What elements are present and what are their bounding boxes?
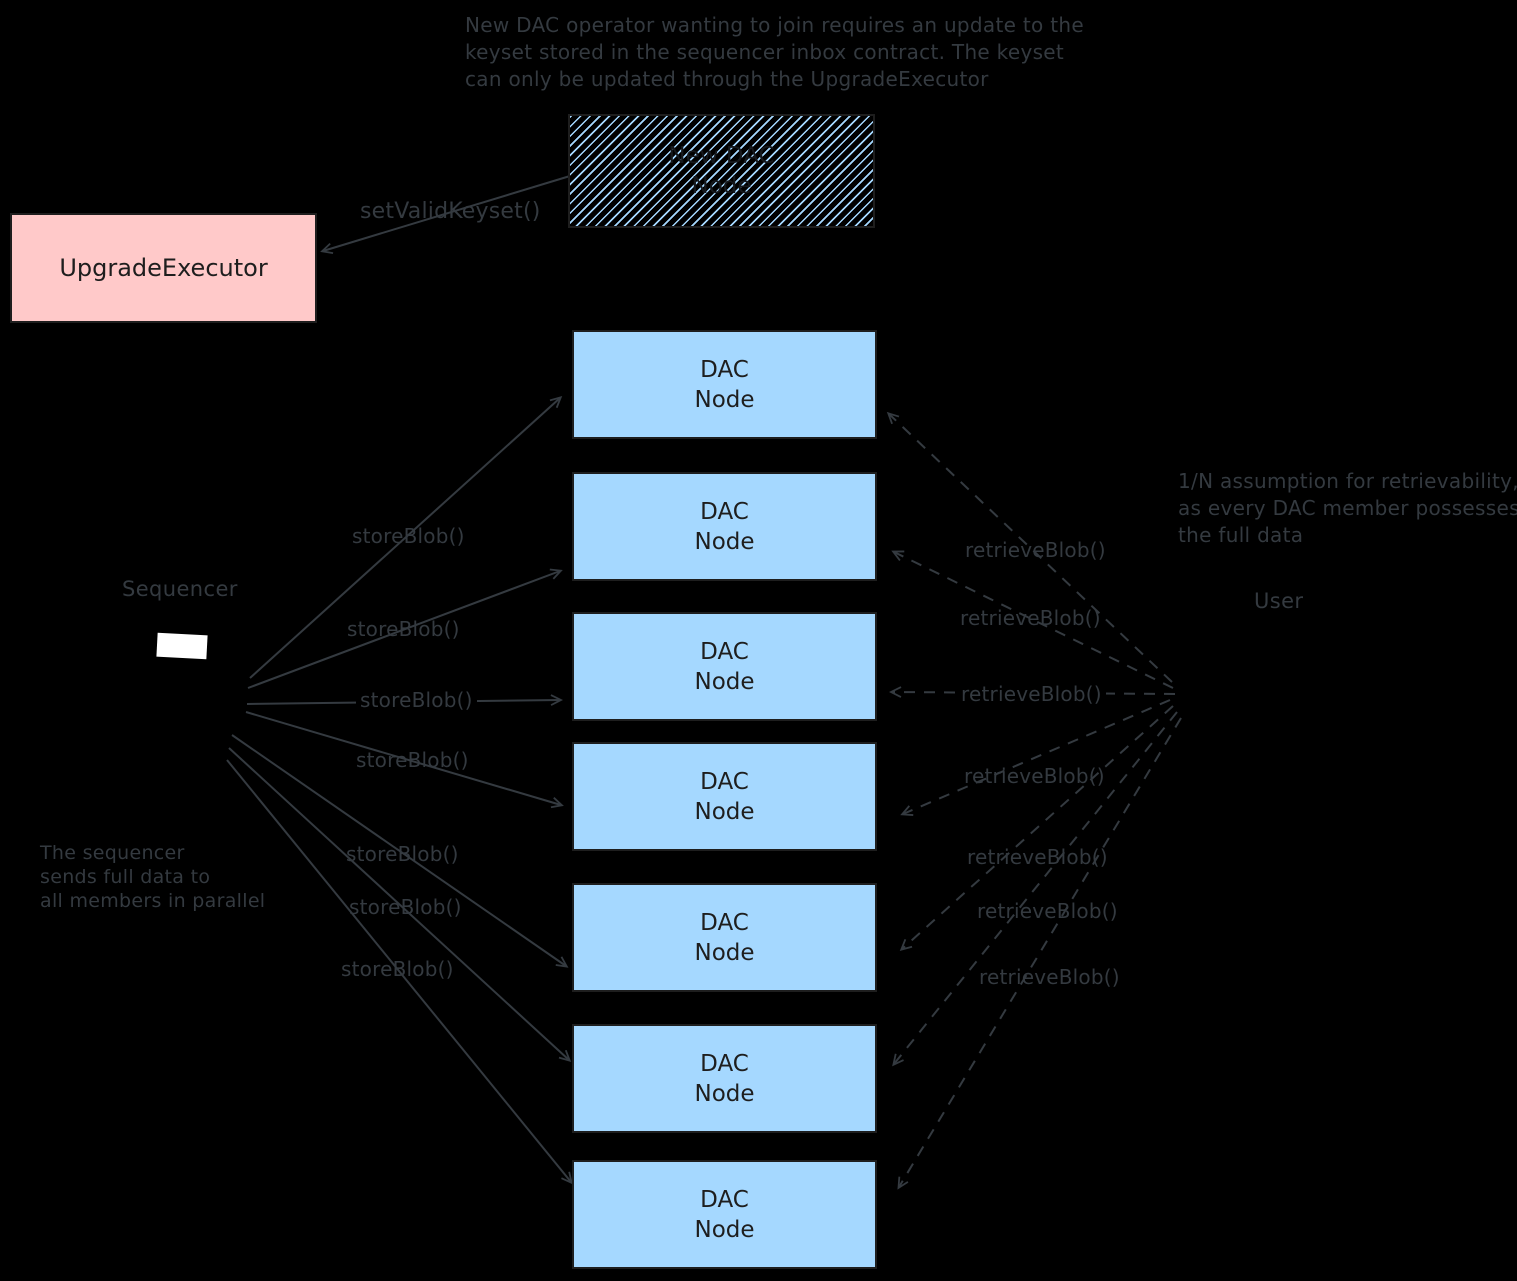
set-valid-keyset-label: setValidKeyset() — [360, 199, 541, 224]
new-dac-node-box: New DAC Node — [568, 114, 875, 228]
note-line: The sequencer — [40, 842, 185, 864]
dac-node-label-line: Node — [694, 798, 755, 825]
store-blob-arrow — [228, 747, 572, 1063]
retrieve-blob-label: retrieveBlob() — [977, 899, 1118, 923]
retrieve-blob-label: retrieveBlob() — [967, 845, 1108, 869]
note-sequencer-parallel: The sequencer sends full data to all mem… — [40, 841, 265, 913]
set-valid-keyset-arrow — [320, 175, 571, 255]
dac-node-label-line: DAC — [700, 1050, 749, 1077]
store-blob-arrow — [226, 759, 573, 1185]
retrieve-blob-label: retrieveBlob() — [964, 764, 1105, 788]
note-line: 1/N assumption for retrievability, — [1178, 469, 1517, 493]
dac-node-label-line: DAC — [700, 768, 749, 795]
sequencer-laptop-screen-icon — [156, 632, 208, 660]
upgrade-executor-box: UpgradeExecutor — [10, 213, 317, 323]
new-dac-node-label-line1: New DAC — [668, 143, 775, 169]
retrieve-blob-arrow — [900, 699, 1171, 816]
store-blob-label: storeBlob() — [346, 842, 459, 866]
user-label: User — [1254, 589, 1304, 613]
store-blob-label: storeBlob() — [349, 895, 462, 919]
dac-node-box: DAC Node — [572, 1024, 877, 1133]
dac-node-box: DAC Node — [572, 883, 877, 992]
retrieve-blob-label: retrieveBlob() — [957, 682, 1106, 706]
dac-node-label-line: Node — [694, 939, 755, 966]
note-line: keyset stored in the sequencer inbox con… — [465, 40, 1065, 64]
dac-node-label-line: DAC — [700, 909, 749, 936]
store-blob-label: storeBlob() — [356, 748, 469, 772]
dac-node-label-line: Node — [694, 1080, 755, 1107]
store-blob-label: storeBlob() — [352, 524, 465, 548]
retrieve-blob-label: retrieveBlob() — [960, 606, 1101, 630]
store-blob-arrow — [247, 568, 563, 689]
retrieve-blob-arrow — [897, 717, 1182, 1190]
store-blob-arrow — [245, 711, 564, 809]
dac-node-label-line: Node — [694, 1216, 755, 1243]
note-line: all members in parallel — [40, 890, 266, 912]
store-blob-label: storeBlob() — [347, 617, 460, 641]
dac-node-box: DAC Node — [572, 742, 877, 851]
new-dac-node-label-line2: Node — [691, 173, 752, 199]
note-keyset-update: New DAC operator wanting to join require… — [465, 12, 1084, 93]
note-line: sends full data to — [40, 866, 211, 888]
dac-node-label-line: DAC — [700, 638, 749, 665]
note-retrievability: 1/N assumption for retrievability, as ev… — [1178, 468, 1517, 549]
dac-node-label-line: DAC — [700, 356, 749, 383]
dac-node-box: DAC Node — [572, 1160, 877, 1269]
dac-node-label-line: Node — [694, 386, 755, 413]
dac-node-label-line: Node — [694, 668, 755, 695]
dac-node-label-line: DAC — [700, 498, 749, 525]
dac-node-box: DAC Node — [572, 472, 877, 581]
note-line: New DAC operator wanting to join require… — [465, 13, 1084, 37]
dac-node-box: DAC Node — [572, 612, 877, 721]
sequencer-label: Sequencer — [122, 577, 238, 601]
store-blob-label: storeBlob() — [341, 957, 454, 981]
note-line: as every DAC member possesses — [1178, 496, 1517, 520]
dac-node-label-line: DAC — [700, 1186, 749, 1213]
store-blob-arrow — [231, 734, 569, 968]
retrieve-blob-arrow — [899, 705, 1174, 952]
store-blob-label: storeBlob() — [356, 688, 477, 712]
store-blob-arrow — [249, 395, 563, 679]
retrieve-blob-arrow — [892, 711, 1178, 1067]
dac-node-box: DAC Node — [572, 330, 877, 439]
retrieve-blob-arrow — [886, 411, 1173, 683]
dac-node-label-line: Node — [694, 528, 755, 555]
retrieve-blob-label: retrieveBlob() — [965, 538, 1106, 562]
note-line: the full data — [1178, 523, 1304, 547]
upgrade-executor-label: UpgradeExecutor — [59, 254, 268, 282]
retrieve-blob-label: retrieveBlob() — [979, 965, 1120, 989]
note-line: can only be updated through the UpgradeE… — [465, 67, 989, 91]
